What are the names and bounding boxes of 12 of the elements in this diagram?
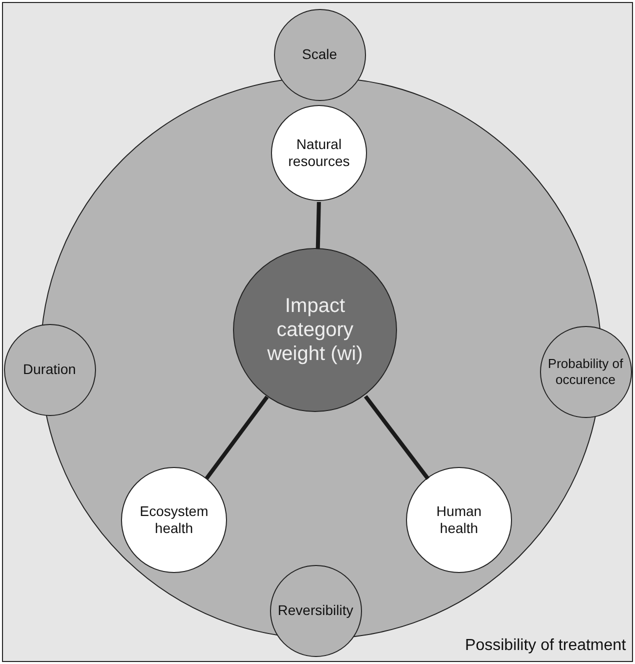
connector-line [363,394,430,480]
node-label: Ecosystem health [138,503,210,537]
node-label: Probability of occurence [546,356,624,388]
node-label: Scale [302,46,338,63]
node-label: Impact category weight (wi) [266,294,364,366]
connector-line [315,201,320,249]
node-label: Human health [435,503,483,537]
node-label: Duration [23,361,76,378]
node-label: Natural resources [287,136,351,170]
node-label: Reversibility [278,602,354,619]
node-label: Possibility of treatment [465,636,626,655]
connector-line [204,395,268,480]
